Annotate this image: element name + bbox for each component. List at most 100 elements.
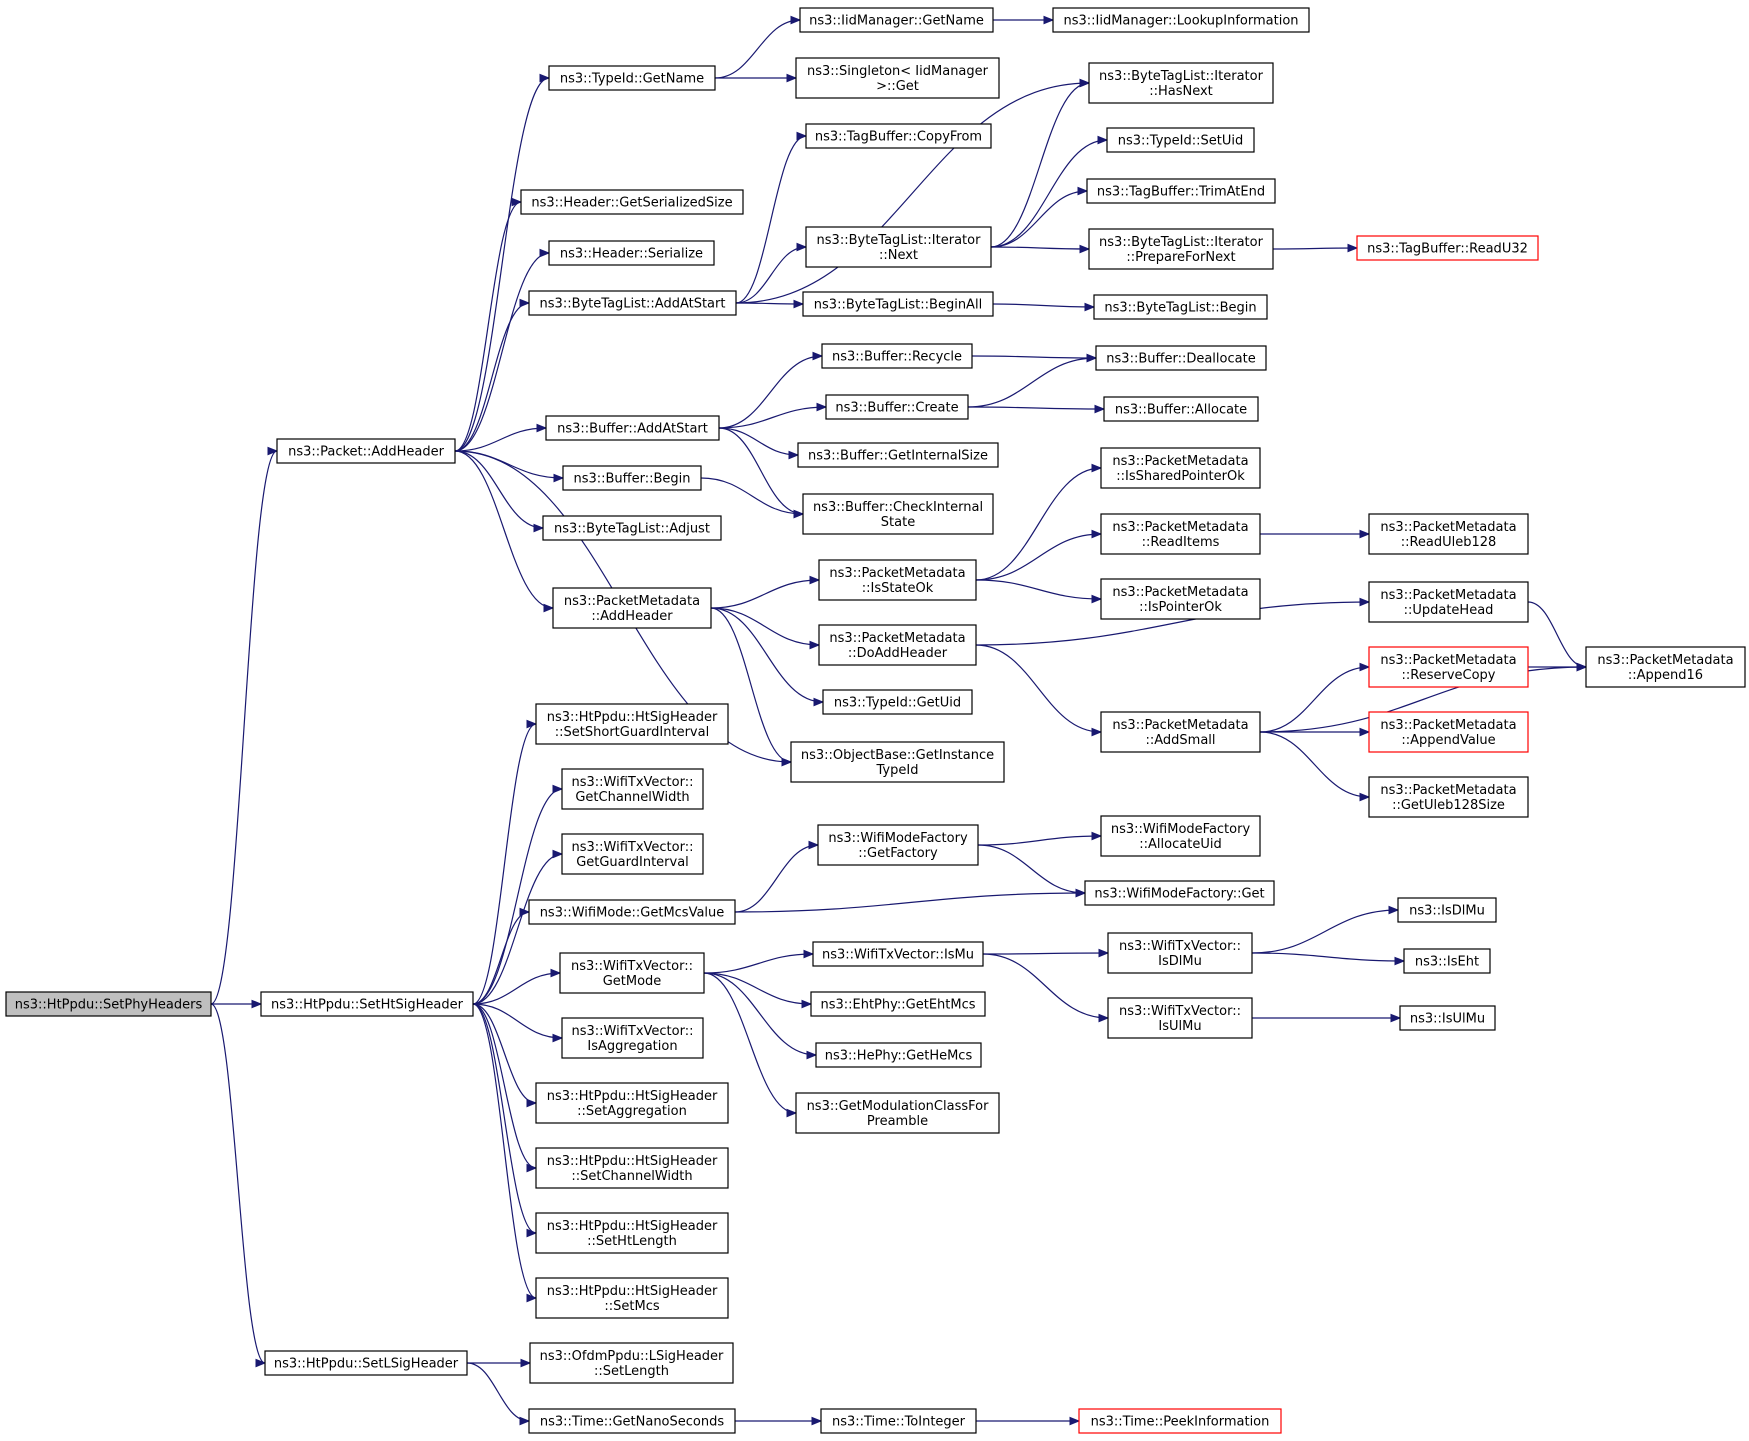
node-tidgetuid[interactable]: ns3::TypeId::GetUid — [822, 689, 973, 715]
node-label-pmaddsmall-line0: ns3::PacketMetadata — [1112, 718, 1248, 733]
node-label-btlhasnext-line1: ::HasNext — [1149, 84, 1213, 99]
node-pmaddheader[interactable]: ns3::PacketMetadata::AddHeader — [552, 587, 712, 629]
node-wmfget[interactable]: ns3::WifiModeFactory::Get — [1084, 880, 1275, 906]
node-htsetmcs[interactable]: ns3::HtPpdu::HtSigHeader::SetMcs — [535, 1277, 729, 1319]
node-label-btladdatstart-line0: ns3::ByteTagList::AddAtStart — [540, 297, 726, 312]
node-htsetchw[interactable]: ns3::HtPpdu::HtSigHeader::SetChannelWidt… — [535, 1147, 729, 1189]
node-txgi[interactable]: ns3::WifiTxVector::GetGuardInterval — [561, 833, 704, 875]
edge-txmode-to-ehtmcs — [703, 972, 811, 1004]
node-ofdmsetlen[interactable]: ns3::OfdmPpdu::LSigHeader::SetLength — [529, 1342, 734, 1384]
edge-setphy-to-addheader — [210, 451, 278, 1005]
edge-modemcs-to-wmfget — [734, 893, 1085, 913]
node-pmdoadd[interactable]: ns3::PacketMetadata::DoAddHeader — [818, 624, 977, 666]
node-iidlookup[interactable]: ns3::IidManager::LookupInformation — [1052, 7, 1310, 33]
node-btladjust[interactable]: ns3::ByteTagList::Adjust — [542, 515, 722, 541]
node-label-btlitnext-line0: ns3::ByteTagList::Iterator — [817, 233, 982, 248]
node-label-btlbeginall-line0: ns3::ByteTagList::BeginAll — [814, 298, 982, 313]
node-tidgetname[interactable]: ns3::TypeId::GetName — [548, 65, 716, 91]
node-addheader[interactable]: ns3::Packet::AddHeader — [276, 438, 456, 464]
node-label-htsetchw-line0: ns3::HtPpdu::HtSigHeader — [547, 1154, 718, 1169]
edge-sethtsig-to-htsgi — [472, 724, 537, 1005]
node-label-modclass-line1: Preamble — [867, 1114, 928, 1129]
node-box-txagg — [561, 1017, 704, 1059]
node-pmisstateok[interactable]: ns3::PacketMetadata::IsStateOk — [818, 559, 977, 601]
node-tidsetuid[interactable]: ns3::TypeId::SetUid — [1106, 127, 1255, 153]
node-box-bufalloc — [1103, 396, 1259, 422]
node-label-bufbegin-line0: ns3::Buffer::Begin — [573, 472, 690, 487]
node-pmgetuleb[interactable]: ns3::PacketMetadata::GetUleb128Size — [1368, 776, 1529, 818]
node-txismu[interactable]: ns3::WifiTxVector::IsMu — [812, 941, 984, 967]
node-ehtmcs[interactable]: ns3::EhtPhy::GetEhtMcs — [810, 991, 986, 1017]
node-pmreserve[interactable]: ns3::PacketMetadata::ReserveCopy — [1368, 646, 1529, 688]
node-iidgetname[interactable]: ns3::IidManager::GetName — [799, 7, 994, 33]
node-htsetagg[interactable]: ns3::HtPpdu::HtSigHeader::SetAggregation — [535, 1082, 729, 1124]
node-tbcopyfrom[interactable]: ns3::TagBuffer::CopyFrom — [805, 123, 992, 149]
node-iseht[interactable]: ns3::IsEht — [1403, 948, 1491, 974]
node-isdlmu[interactable]: ns3::IsDlMu — [1397, 897, 1497, 923]
node-pmreaditems[interactable]: ns3::PacketMetadata::ReadItems — [1100, 513, 1261, 555]
node-bufintsize[interactable]: ns3::Buffer::GetInternalSize — [797, 442, 999, 468]
node-btlitnext[interactable]: ns3::ByteTagList::Iterator::Next — [805, 226, 992, 268]
edge-txisdlmu-to-isdlmu — [1251, 910, 1398, 954]
node-tbtrim[interactable]: ns3::TagBuffer::TrimAtEnd — [1086, 178, 1276, 204]
node-label-tidgetuid-line0: ns3::TypeId::GetUid — [834, 696, 961, 711]
node-label-wmfgetfactory-line0: ns3::WifiModeFactory — [828, 831, 968, 846]
node-tbreadu32[interactable]: ns3::TagBuffer::ReadU32 — [1356, 235, 1539, 261]
node-hemcs[interactable]: ns3::HePhy::GetHeMcs — [815, 1042, 982, 1068]
node-pmisptr[interactable]: ns3::PacketMetadata::IsPointerOk — [1100, 578, 1261, 620]
node-label-bufcreate-line0: ns3::Buffer::Create — [835, 401, 958, 416]
node-htsgi[interactable]: ns3::HtPpdu::HtSigHeader::SetShortGuardI… — [535, 703, 729, 745]
edge-tidgetname-to-iidgetname — [714, 20, 800, 79]
node-isulmu[interactable]: ns3::IsUlMu — [1399, 1005, 1496, 1031]
node-btlprep[interactable]: ns3::ByteTagList::Iterator::PrepareForNe… — [1088, 228, 1274, 270]
node-singleton[interactable]: ns3::Singleton< IidManager>::Get — [795, 57, 1000, 99]
node-pmappend16[interactable]: ns3::PacketMetadata::Append16 — [1585, 646, 1746, 688]
node-sethtsig[interactable]: ns3::HtPpdu::SetHtSigHeader — [260, 991, 474, 1017]
node-timetoint[interactable]: ns3::Time::ToInteger — [820, 1408, 977, 1434]
node-bufbegin[interactable]: ns3::Buffer::Begin — [562, 465, 702, 491]
edge-sethtsig-to-txagg — [472, 1003, 562, 1038]
node-box-timetoint — [820, 1408, 977, 1434]
node-bufaddatstart[interactable]: ns3::Buffer::AddAtStart — [545, 415, 720, 441]
node-box-pmgetuleb — [1368, 776, 1529, 818]
node-bufrecycle[interactable]: ns3::Buffer::Recycle — [821, 343, 973, 369]
node-timenano[interactable]: ns3::Time::GetNanoSeconds — [528, 1408, 736, 1434]
node-timepeek[interactable]: ns3::Time::PeekInformation — [1078, 1408, 1282, 1434]
node-label-pmgetuleb-line1: ::GetUleb128Size — [1392, 798, 1505, 813]
node-pmshared[interactable]: ns3::PacketMetadata::IsSharedPointerOk — [1100, 447, 1261, 489]
node-pmuleb[interactable]: ns3::PacketMetadata::ReadUleb128 — [1368, 513, 1529, 555]
edge-pmaddheader-to-objgetinst — [710, 607, 792, 762]
node-txagg[interactable]: ns3::WifiTxVector::IsAggregation — [561, 1017, 704, 1059]
node-pmaddsmall[interactable]: ns3::PacketMetadata::AddSmall — [1100, 711, 1261, 753]
node-bufalloc[interactable]: ns3::Buffer::Allocate — [1103, 396, 1259, 422]
node-bufdealloc[interactable]: ns3::Buffer::Deallocate — [1095, 345, 1267, 371]
node-txchw[interactable]: ns3::WifiTxVector::GetChannelWidth — [561, 768, 704, 810]
node-label-txgi-line0: ns3::WifiTxVector:: — [571, 840, 693, 855]
node-wmfgetfactory[interactable]: ns3::WifiModeFactory::GetFactory — [817, 824, 979, 866]
node-setphy[interactable]: ns3::HtPpdu::SetPhyHeaders — [5, 991, 212, 1017]
node-label-iidlookup-line0: ns3::IidManager::LookupInformation — [1063, 14, 1298, 29]
edge-bufbegin-to-bufcheck — [700, 477, 803, 514]
node-hdrser[interactable]: ns3::Header::Serialize — [548, 240, 715, 266]
node-pmappendval[interactable]: ns3::PacketMetadata::AppendValue — [1368, 711, 1529, 753]
node-wmfalloc[interactable]: ns3::WifiModeFactory::AllocateUid — [1100, 815, 1261, 857]
node-btlhasnext[interactable]: ns3::ByteTagList::Iterator::HasNext — [1088, 62, 1274, 104]
node-modemcs[interactable]: ns3::WifiMode::GetMcsValue — [528, 899, 736, 925]
node-label-sethtsig-line0: ns3::HtPpdu::SetHtSigHeader — [271, 998, 464, 1013]
node-btlbegin[interactable]: ns3::ByteTagList::Begin — [1093, 294, 1268, 320]
node-htsetlen[interactable]: ns3::HtPpdu::HtSigHeader::SetHtLength — [535, 1212, 729, 1254]
node-setlsig[interactable]: ns3::HtPpdu::SetLSigHeader — [264, 1350, 468, 1376]
node-pmupdate[interactable]: ns3::PacketMetadata::UpdateHead — [1368, 581, 1529, 623]
node-label-setlsig-line0: ns3::HtPpdu::SetLSigHeader — [274, 1357, 459, 1372]
node-label-txmode-line1: GetMode — [603, 974, 662, 989]
node-btlbeginall[interactable]: ns3::ByteTagList::BeginAll — [802, 291, 994, 317]
node-txisdlmu[interactable]: ns3::WifiTxVector::IsDlMu — [1107, 932, 1253, 974]
node-hdrsize[interactable]: ns3::Header::GetSerializedSize — [520, 189, 744, 215]
node-btladdatstart[interactable]: ns3::ByteTagList::AddAtStart — [528, 290, 737, 316]
node-txmode[interactable]: ns3::WifiTxVector::GetMode — [559, 952, 705, 994]
node-bufcreate[interactable]: ns3::Buffer::Create — [825, 394, 969, 420]
node-txisulmu[interactable]: ns3::WifiTxVector::IsUlMu — [1107, 997, 1253, 1039]
